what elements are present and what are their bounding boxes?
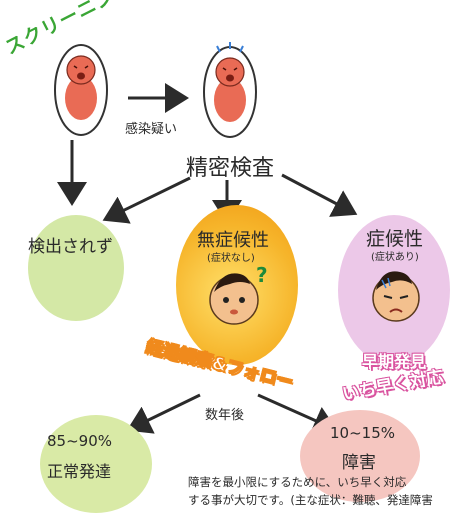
arrow-detailed-to-symptomatic	[281, 173, 358, 217]
arrow-detailed-to-not-detected	[102, 176, 191, 224]
disorder-label: 障害	[342, 453, 376, 473]
baby-crying-icon	[203, 42, 257, 138]
detailed-test-label: 精密検査	[186, 156, 275, 181]
normal-label: 正常発達	[47, 462, 112, 481]
note-line-2: する事が大切です。(主な症状：難聴、発達障害	[188, 493, 433, 507]
symptomatic-sub-label: (症状あり)	[371, 252, 419, 263]
note-line-1: 障害を最小限にするために、いち早く対応	[188, 475, 407, 489]
asymptomatic-label: 無症候性	[197, 230, 269, 251]
not-detected-label: 検出されず	[28, 237, 113, 257]
disorder-pct-label: 10~15%	[330, 424, 395, 442]
child-sick-icon	[372, 271, 420, 322]
asymptomatic-sub-label: (症状なし)	[207, 253, 255, 264]
infection-suspected-label: 感染疑い	[125, 122, 178, 137]
svg-text:?: ?	[256, 263, 268, 287]
arrow-years-to-normal	[126, 393, 201, 434]
disorder-blob	[300, 410, 420, 502]
child-question-icon: ?	[209, 263, 268, 325]
normal-pct-label: 85~90%	[47, 432, 112, 450]
symptomatic-label: 症候性	[366, 228, 424, 250]
early-detection-label: 早期発見	[362, 352, 427, 371]
normal-blob	[40, 415, 152, 513]
years-later-label: 数年後	[205, 408, 245, 423]
baby-crying-icon	[54, 44, 108, 136]
not-detected-blob	[28, 215, 124, 321]
